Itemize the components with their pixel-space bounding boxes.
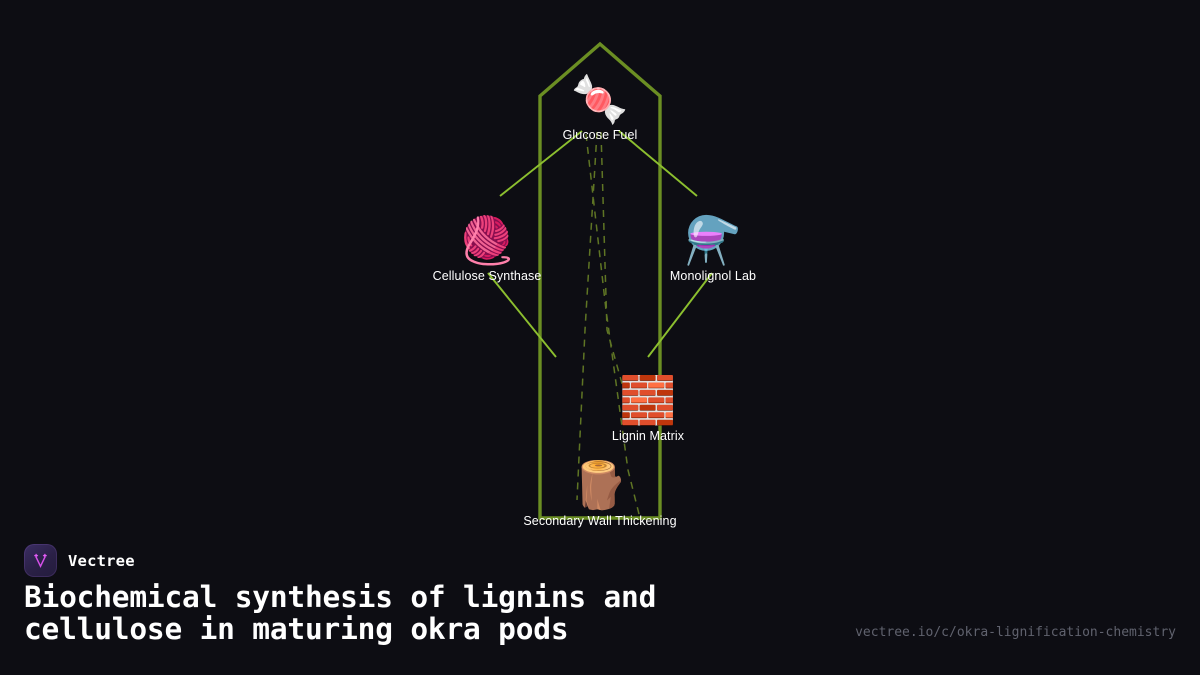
graph-node-label: Secondary Wall Thickening [523,514,677,528]
page-title: Biochemical synthesis of lignins and cel… [24,580,657,646]
site-url: vectree.io/c/okra-lignification-chemistr… [855,625,1176,640]
graph-node-label: Monolignol Lab [669,269,757,283]
brand-row[interactable]: Vectree [24,544,135,577]
yarn-ball-icon: 🧶 [458,213,516,267]
edge-glucose-to-cellulose-synthase [499,130,583,197]
graph-edges-layer [487,41,713,520]
edge-glucose-to-lignin-dashed [576,131,598,501]
footer: Vectree Biochemical synthesis of lignins… [0,540,1200,675]
graph-node-label: Lignin Matrix [611,429,685,443]
edge-envelope-outline [538,41,662,520]
graph-node-cellulose-synthase[interactable]: 🧶 Cellulose Synthase [387,214,587,284]
edge-monolignol-lab-to-lignin-matrix [647,272,713,358]
alembic-icon: ⚗️ [684,213,742,267]
graph-node-label: Glucose Fuel [562,128,638,142]
graph-node-label: Cellulose Synthase [432,269,542,283]
edge-glucose-to-lignin-dashed-outer [600,131,631,413]
graph-canvas[interactable]: 🍬 Glucose Fuel 🧶 Cellulose Synthase ⚗️ M… [0,0,1200,540]
graph-node-glucose-fuel[interactable]: 🍬 Glucose Fuel [500,73,700,143]
vectree-logo-icon [24,544,57,577]
graph-node-secondary-wall-thickening[interactable]: 🪵 Secondary Wall Thickening [500,459,700,529]
edge-glucose-to-monolignol-lab [618,130,698,197]
brick-icon: 🧱 [619,373,677,427]
edge-cellulose-synthase-to-secondary-wall [487,272,557,358]
brand-name: Vectree [68,551,135,570]
candy-icon: 🍬 [571,72,629,126]
wood-log-icon: 🪵 [571,458,629,512]
graph-node-lignin-matrix[interactable]: 🧱 Lignin Matrix [548,374,748,444]
graph-node-monolignol-lab[interactable]: ⚗️ Monolignol Lab [613,214,813,284]
